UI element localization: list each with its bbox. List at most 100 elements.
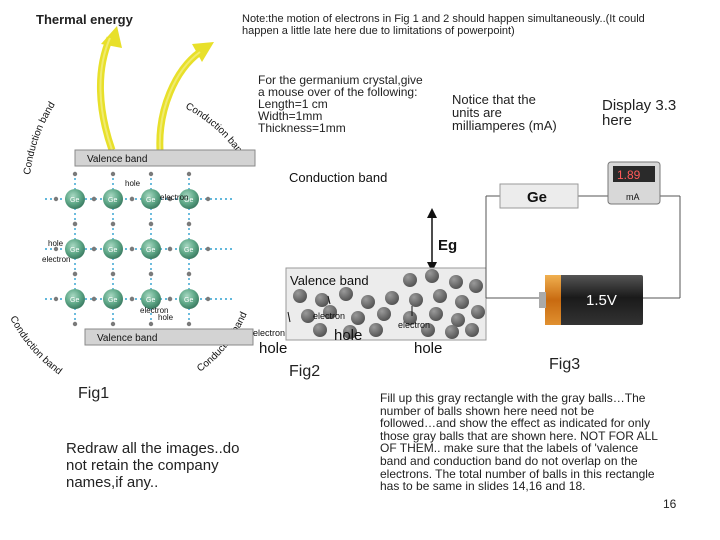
fig1-conduction-arc-top-left: Conduction band [22,100,58,175]
bond-electron [148,171,154,177]
fig3-battery-terminal [539,292,546,308]
valence-ball [361,295,375,309]
ge-atom-label: Ge [108,247,117,254]
ge-atom [65,289,85,309]
fill-line: number of balls shown here need not be [380,403,595,418]
ge-atom-label: Ge [108,297,117,304]
fig2-eg-arrow-up [427,208,437,218]
bond-electron [72,171,78,177]
thermal-arrow-left-rim [99,37,113,151]
fig2-valence-band-label: Valence band [290,273,369,288]
ge-atom-label: Ge [70,297,79,304]
bond-electron [167,296,173,302]
ge-atom [179,289,199,309]
fig1-label: Fig1 [78,385,110,402]
bond-electron [129,196,135,202]
valence-ball [403,273,417,287]
ge-atom [103,289,123,309]
valence-ball [377,307,391,321]
ge-atom-label: Ge [184,247,193,254]
fig2-electron-label-3: electron [398,320,430,330]
bond-electron [110,321,116,327]
valence-ball [315,293,329,307]
valence-ball [403,311,417,325]
valence-ball [455,295,469,309]
fig2-label: Fig2 [289,363,321,380]
redraw-line: Redraw all the images..do [66,440,240,457]
bond-electron [129,296,135,302]
display-line: here [602,112,633,129]
bond-electron [186,271,192,277]
note-line: Note:the motion of electrons in Fig 1 an… [242,13,645,25]
fill-line: electrons. The total number of balls in … [380,466,655,481]
bond-electron [186,221,192,227]
fill-line: band and conduction band do not overlap … [380,453,638,468]
bond-electron [167,246,173,252]
fig1-valence-band-bottom-label: Valence band [97,333,157,344]
note-line: happen a little late here due to limitat… [242,25,515,37]
valence-ball [429,307,443,321]
fig1-electron-label-2: electron [42,255,70,264]
germanium-line: For the germanium crystal,give [258,73,423,87]
valence-ball [471,305,485,319]
fig2-electron-label-1: electron [253,328,285,338]
display-line: Display 3.3 [602,97,677,114]
fig1-valence-band-bottom [84,328,254,346]
valence-ball [339,287,353,301]
page-number: 16 [663,497,677,511]
fig2-conduction-band-label: Conduction band [289,170,387,185]
ge-atom-label: Ge [70,197,79,204]
bond-electron [72,221,78,227]
bond-electron [205,196,211,202]
bond-electron [186,321,192,327]
fig2-hole-label-2: hole [334,327,362,344]
fig1-valence-band-top [74,149,256,167]
display-note: Display 3.3 here [602,98,712,128]
valence-ball [465,323,479,337]
bond-electron [72,271,78,277]
redraw-note: Redraw all the images..do not retain the… [66,440,296,491]
valence-ball [449,275,463,289]
valence-ball [351,311,365,325]
ge-atom [141,189,161,209]
note-text: Note:the motion of electrons in Fig 1 an… [242,13,712,37]
fig1-electron-label-1: electron [160,193,188,202]
bond-electron [72,321,78,327]
bond-electron [91,246,97,252]
units-note: Notice that the units are milliamperes (… [452,93,592,132]
fig3-ge-box [499,183,579,209]
units-line: Notice that the [452,92,536,107]
bond-electron [186,171,192,177]
valence-ball [313,323,327,337]
bond-electron [148,221,154,227]
fill-instructions: Fill up this gray rectangle with the gra… [380,392,710,493]
fig2-eg-arrow-down [427,262,437,272]
valence-ball [469,279,483,293]
bond-electron [53,196,59,202]
fill-line: Fill up this gray rectangle with the gra… [380,391,646,405]
ge-atom-label: Ge [146,297,155,304]
fig2-hole-label-1: hole [259,340,287,357]
fill-line: has to be same in slides 14,16 and 18. [380,479,586,494]
bond-electron [110,171,116,177]
fill-line: followed…and show the effect as indicate… [380,416,650,431]
bond-electron [110,271,116,277]
ge-atom [179,189,199,209]
valence-ball [421,323,435,337]
germanium-line: Length=1 cm [258,97,328,111]
germanium-line: a mouse over of the following: [258,85,418,99]
valence-ball [433,289,447,303]
fig2-electron-label-2: electron [313,311,345,321]
ge-atom [65,239,85,259]
valence-ball [301,309,315,323]
valence-ball [369,323,383,337]
units-line: milliamperes (mA) [452,118,557,133]
fig1-hole-label-2: hole [48,239,64,248]
valence-ball [451,313,465,327]
redraw-line: not retain the company [66,457,219,474]
ge-atom-label: Ge [184,197,193,204]
bond-electron [148,271,154,277]
ge-atom-label: Ge [146,247,155,254]
valence-ball [445,325,459,339]
